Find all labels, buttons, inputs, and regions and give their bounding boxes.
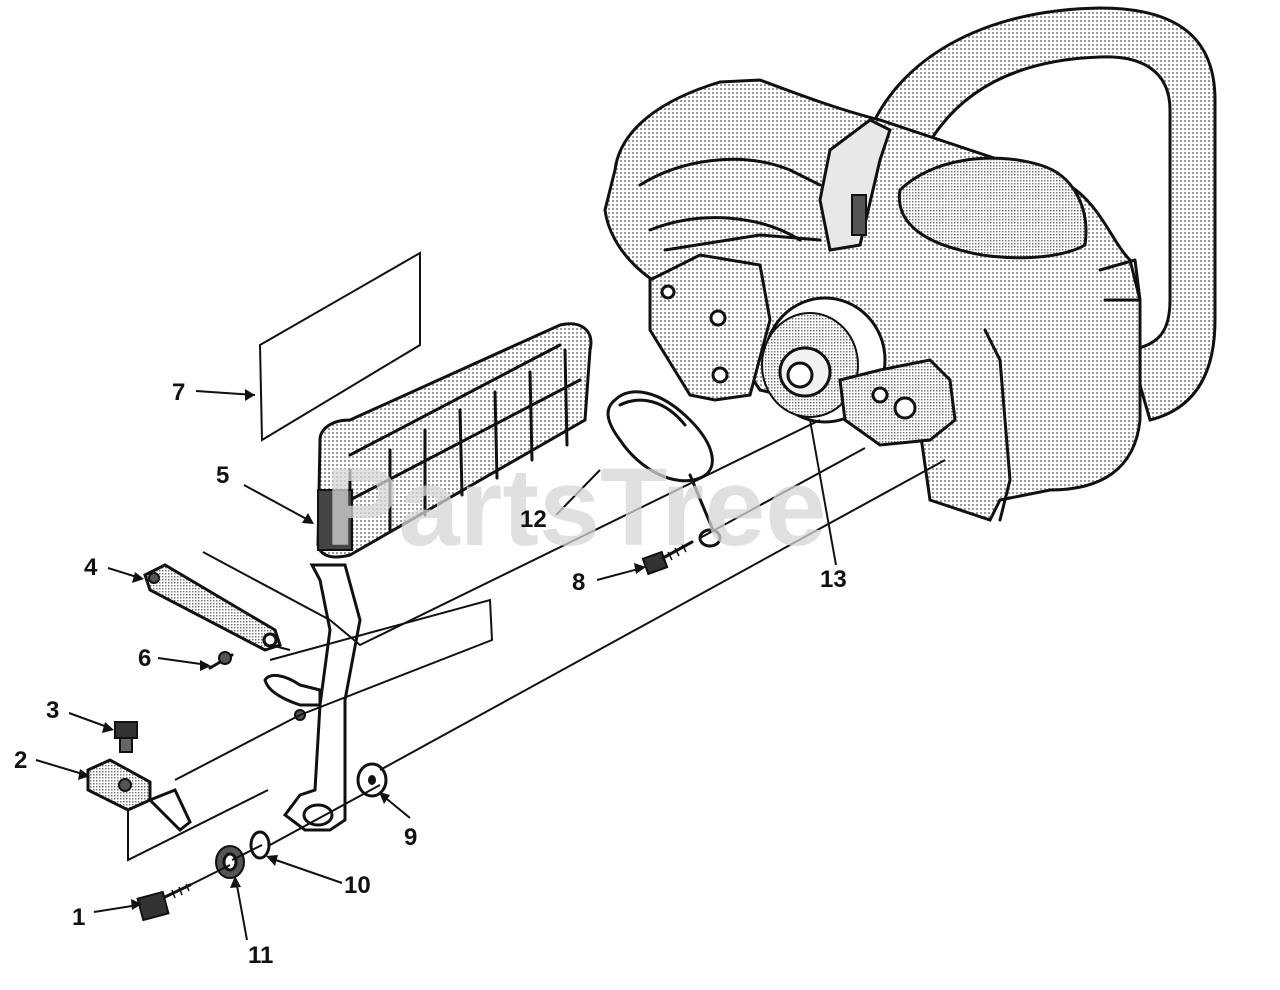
part-5-hand-guard (316, 322, 593, 559)
callout-13: 13 (820, 566, 847, 593)
part-10-ring (249, 830, 271, 860)
callout-9: 9 (404, 824, 417, 851)
callout-11: 11 (248, 942, 273, 969)
part-1-shoulder-bolt (136, 883, 192, 922)
callout-7: 7 (172, 379, 185, 406)
chainsaw-body (603, 6, 1217, 522)
callout-1: 1 (72, 904, 85, 931)
callout-arrows (35, 389, 837, 941)
part-6-pin (208, 651, 234, 670)
part-2-bracket (86, 758, 192, 833)
callout-10: 10 (344, 872, 371, 899)
callout-6: 6 (138, 645, 151, 672)
part-9-washer (356, 762, 388, 798)
callout-4: 4 (84, 554, 98, 581)
brake-lever (263, 563, 362, 832)
part-11-spacer (215, 845, 245, 879)
part-8-screw (641, 540, 694, 576)
callout-3: 3 (46, 697, 59, 724)
part-3-bolt (114, 721, 138, 753)
assembly-lines (127, 419, 946, 886)
callout-12: 12 (520, 506, 547, 533)
callout-8: 8 (572, 569, 585, 596)
callout-2: 2 (14, 747, 27, 774)
part-4-link (143, 563, 282, 652)
callout-labels: 7 5 4 6 3 2 1 11 10 9 8 12 13 (14, 379, 847, 969)
part-7-decal (258, 251, 421, 442)
callout-5: 5 (216, 462, 229, 489)
watermark: PartsTree (325, 446, 826, 569)
